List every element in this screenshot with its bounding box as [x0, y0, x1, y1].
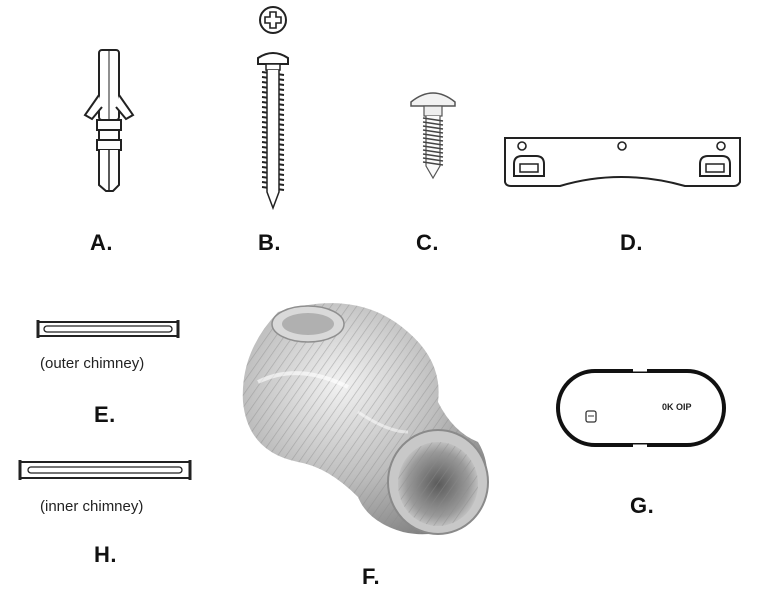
- inner-chimney-caption: (inner chimney): [40, 498, 144, 515]
- part-label-a: A.: [90, 230, 113, 255]
- outer-chimney-caption: (outer chimney): [40, 355, 145, 372]
- inner-chimney-bracket-illustration: [18, 458, 193, 484]
- part-label-c: C.: [416, 230, 439, 255]
- part-label-d: D.: [620, 230, 643, 255]
- remote-control-illustration: [555, 366, 727, 450]
- part-label-f: F.: [362, 564, 381, 589]
- outer-chimney-bracket-illustration: [36, 318, 181, 340]
- wall-anchor-illustration: [80, 45, 140, 195]
- part-label-e: E.: [94, 402, 116, 427]
- wall-bracket-illustration: [500, 130, 745, 190]
- remote-button-text: 0K OIP: [662, 402, 692, 412]
- part-label-g: G.: [630, 493, 655, 518]
- flexible-duct-illustration: [238, 292, 498, 550]
- long-screw-illustration: [248, 4, 298, 211]
- part-label-h: H.: [94, 542, 117, 567]
- part-label-b: B.: [258, 230, 281, 255]
- short-screw-illustration: [408, 88, 458, 180]
